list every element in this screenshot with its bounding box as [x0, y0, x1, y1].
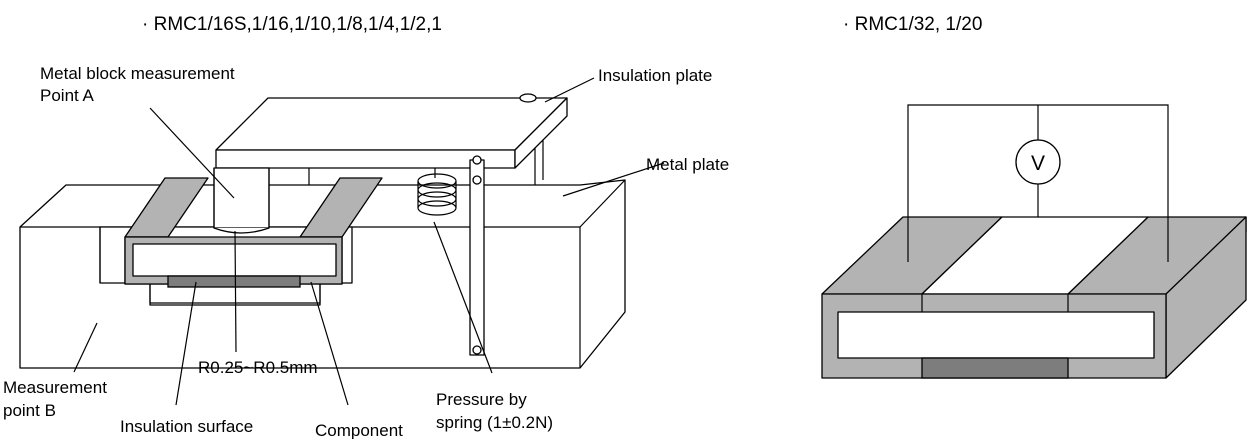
label-point-a: Point A	[40, 86, 95, 105]
label-pressure-line2: spring (1±0.2N)	[436, 413, 553, 432]
component-chip	[124, 177, 383, 288]
metal-block-point-a	[213, 167, 270, 234]
label-metal-block: Metal block measurement	[40, 64, 235, 83]
spring	[417, 168, 457, 216]
left-figure: · RMC1/16S,1/16,1/10,1/8,1/4,1/2,1	[3, 14, 729, 439]
chip-body-window	[837, 311, 1155, 359]
plate-knob	[519, 93, 537, 103]
chip-resistor	[821, 216, 1247, 379]
insulation-band	[921, 357, 1069, 379]
voltmeter	[1015, 139, 1061, 185]
label-insulation-surface: Insulation surface	[120, 417, 253, 436]
label-metal-plate: Metal plate	[646, 155, 729, 174]
voltmeter-symbol: V	[1031, 152, 1045, 175]
label-pressure-line1: Pressure by	[436, 390, 527, 409]
component-body	[132, 243, 337, 277]
left-figure-title: · RMC1/16S,1/16,1/10,1/8,1/4,1/2,1	[142, 14, 442, 35]
insulation-plate	[215, 93, 568, 169]
label-measurement-b: Measurement	[3, 378, 107, 397]
leader-lines	[73, 77, 665, 406]
insulation-surface-band	[167, 275, 301, 288]
lever-pin-bottom	[472, 345, 482, 355]
spring-lever	[469, 155, 485, 356]
label-insulation-plate: Insulation plate	[598, 66, 712, 85]
label-component: Component	[315, 421, 403, 439]
right-figure-title: · RMC1/32, 1/20	[843, 14, 982, 35]
lever-pin-mid	[472, 175, 482, 185]
lever-pin-top	[472, 155, 482, 165]
right-figure: · RMC1/32, 1/20 V	[821, 14, 1247, 379]
label-point-b: point B	[3, 401, 56, 420]
label-radius: R0.25~R0.5mm	[198, 358, 318, 377]
